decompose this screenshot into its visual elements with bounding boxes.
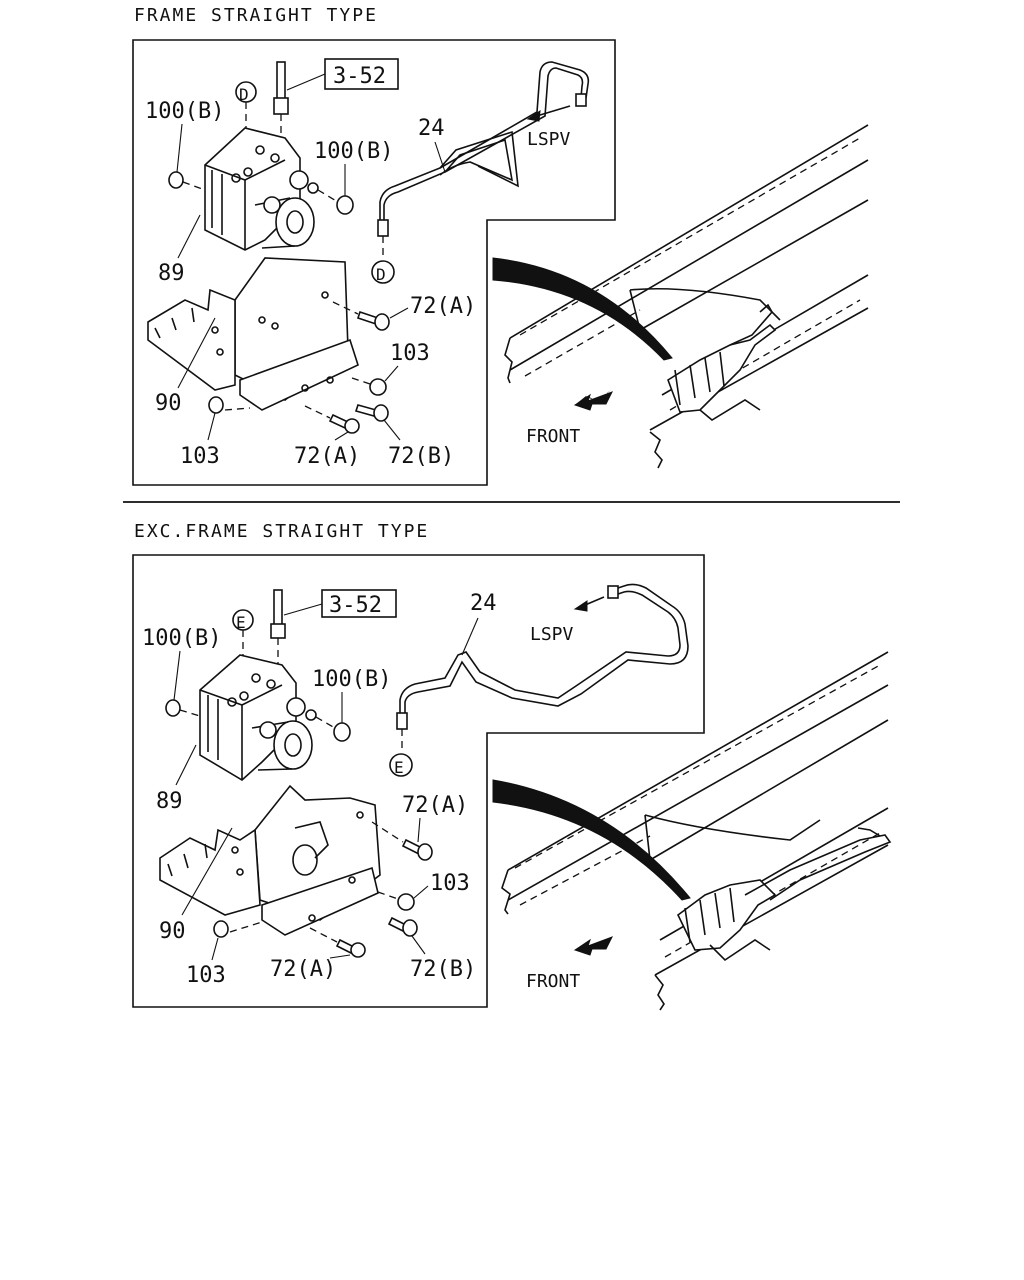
bolt-72b	[387, 916, 418, 937]
connector-d-icon-bottom	[371, 260, 395, 284]
label-72a-bottom: 72(A)	[270, 957, 336, 982]
label-100b-right: 100(B)	[312, 667, 391, 692]
label-103-right: 103	[390, 341, 430, 366]
label-100b-left: 100(B)	[142, 626, 221, 651]
bolt-72a-bottom	[328, 413, 360, 434]
inset-frame	[132, 554, 705, 1008]
brake-pipe-24	[396, 583, 689, 730]
section-frame-straight: FRAME STRAIGHT TYPE 3-52 D	[132, 5, 869, 486]
nut-103-right	[369, 378, 387, 396]
label-24: 24	[470, 591, 497, 616]
label-front: FRONT	[526, 971, 580, 992]
label-89: 89	[156, 789, 183, 814]
mounting-bolt	[273, 589, 283, 627]
mounting-bolt	[276, 61, 286, 101]
reference-box	[321, 589, 397, 618]
connector-e-icon-bottom	[389, 753, 413, 777]
connector-d-bottom: D	[376, 265, 386, 284]
nut-100b-left	[168, 171, 184, 189]
connector-e-bottom: E	[394, 758, 404, 777]
reference-box-label: 3-52	[333, 64, 386, 89]
abs-unit	[199, 654, 317, 781]
label-front: FRONT	[526, 426, 580, 447]
inset-frame	[132, 39, 616, 486]
label-90: 90	[155, 391, 182, 416]
front-arrow-icon	[573, 936, 614, 956]
label-72a-top: 72(A)	[402, 793, 468, 818]
label-103-left: 103	[180, 444, 220, 469]
vehicle-frame-view	[492, 651, 892, 1011]
label-72b: 72(B)	[388, 444, 454, 469]
label-lspv: LSPV	[527, 129, 571, 150]
bracket-90	[147, 257, 359, 411]
nut-100b-right	[336, 195, 354, 215]
section-title: EXC.FRAME STRAIGHT TYPE	[134, 521, 429, 542]
bolt-72a-bottom	[335, 938, 366, 958]
label-72a-top: 72(A)	[410, 294, 476, 319]
connector-e-top: E	[236, 613, 246, 632]
label-24: 24	[418, 116, 445, 141]
label-72b: 72(B)	[410, 957, 476, 982]
abs-unit	[204, 127, 319, 251]
nut-103-right	[397, 893, 415, 911]
nut-103-left	[213, 920, 229, 938]
label-103-left: 103	[186, 963, 226, 988]
brake-pipe-24	[377, 61, 590, 237]
label-72a-bottom: 72(A)	[294, 444, 360, 469]
label-103-right: 103	[430, 871, 470, 896]
nut-103-left	[208, 396, 224, 414]
bolt-72b	[354, 404, 389, 422]
nut-100b-left	[165, 699, 181, 717]
bolt-72a-top	[356, 310, 390, 331]
label-100b-left: 100(B)	[145, 99, 224, 124]
vehicle-frame-view	[492, 124, 869, 469]
nut-100b-right	[333, 722, 351, 742]
label-90: 90	[159, 919, 186, 944]
bolt-72a-top	[401, 838, 433, 861]
label-lspv: LSPV	[530, 624, 574, 645]
label-100b-right: 100(B)	[314, 139, 393, 164]
connector-d-top: D	[239, 85, 249, 104]
reference-box-label: 3-52	[329, 593, 382, 618]
section-exc-frame-straight: EXC.FRAME STRAIGHT TYPE 3-52 E	[132, 521, 892, 1011]
section-title: FRAME STRAIGHT TYPE	[134, 5, 378, 26]
label-89: 89	[158, 261, 185, 286]
bracket-90	[159, 784, 381, 936]
